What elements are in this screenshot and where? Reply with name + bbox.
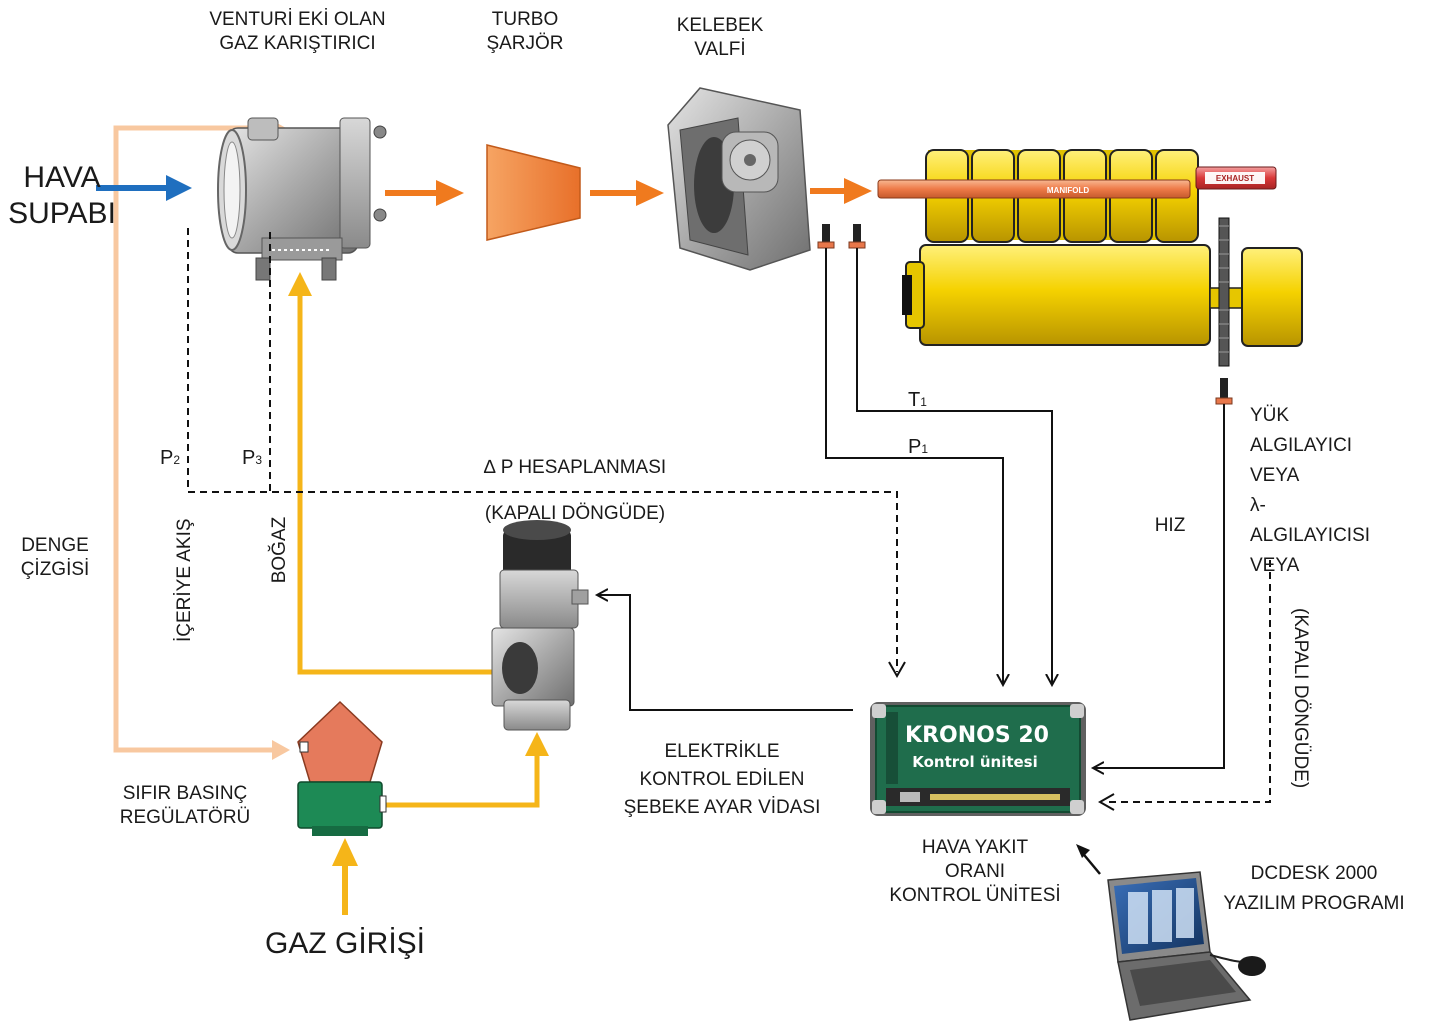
flow-arrow-mixer-turbo xyxy=(385,180,464,206)
load-sensor-label-line2: ALGILAYICI xyxy=(1250,435,1353,456)
speed-label: HIZ xyxy=(1154,515,1186,536)
turbocharger-label: TURBO ŞARJÖR xyxy=(470,8,580,56)
load-sensor-label-line3: VEYA xyxy=(1250,465,1300,486)
signal-line-t1 xyxy=(856,248,1052,684)
p2-label-text: P xyxy=(160,447,174,469)
closed-loop-vertical-label: (KAPALI DÖNGÜDE) xyxy=(1290,608,1311,789)
balance-line-label: DENGE ÇİZGİSİ xyxy=(0,534,110,582)
dcdesk-label-line2: YAZILIM PROGRAMI xyxy=(1223,893,1405,914)
signal-line-speed xyxy=(1094,404,1225,768)
air-inlet-label-line1: HAVA xyxy=(23,161,101,194)
throttle-valve-label-line2: VALFİ xyxy=(694,39,746,60)
regulator-label-line1: SIFIR BASINÇ xyxy=(122,783,248,804)
regulator-label: SIFIR BASINÇ REGÜLATÖRÜ xyxy=(100,782,270,830)
intake-manifold: MANIFOLD xyxy=(877,179,1191,199)
afr-control-label-line2: ORANI xyxy=(944,861,1006,882)
laptop-link-arrow xyxy=(1076,844,1101,875)
kronos-subtitle: Kontrol ünitesi xyxy=(912,753,1038,771)
afr-control-label: HAVA YAKIT ORANI KONTROL ÜNİTESİ xyxy=(860,836,1090,908)
sensor-p1 xyxy=(817,224,835,249)
zero-pressure-regulator xyxy=(297,700,387,836)
load-sensor-label-line6: VEYA xyxy=(1250,555,1300,576)
p2-label: P2 xyxy=(160,446,180,472)
exhaust-pipe: EXHAUST xyxy=(1195,166,1277,190)
lambda-closed-loop-line xyxy=(1097,560,1271,811)
svg-text:EXHAUST: EXHAUST xyxy=(1216,174,1254,183)
speed-sensor xyxy=(1215,378,1233,405)
inflow-label: İÇERİYE AKIŞ xyxy=(174,518,195,642)
gas-inlet-arrow xyxy=(332,838,358,915)
t1-label-subscript: 1 xyxy=(920,395,927,409)
dcdesk-label-line1: DCDESK 2000 xyxy=(1250,863,1378,884)
p3-label-text: P xyxy=(242,447,256,469)
throttle-valve-label-line1: KELEBEK xyxy=(676,15,764,36)
balance-line-label-line1: DENGE xyxy=(21,535,89,556)
svg-text:MANIFOLD: MANIFOLD xyxy=(1047,186,1089,195)
turbocharger-label-line2: ŞARJÖR xyxy=(486,33,564,54)
venturi-mixer-label: VENTURİ EKİ OLAN GAZ KARIŞTIRICI xyxy=(180,8,415,56)
throttle-valve xyxy=(667,87,811,271)
p1-label-text: P xyxy=(908,436,922,458)
electric-valve-label-line1: ELEKTRİKLE xyxy=(664,741,780,762)
t1-label: T1 xyxy=(908,388,927,414)
electric-gas-valve xyxy=(491,520,589,731)
load-sensor-label: YÜK ALGILAYICI VEYA λ- ALGILAYICISI VEYA xyxy=(1250,404,1370,578)
regulator-label-line2: REGÜLATÖRÜ xyxy=(119,807,251,828)
closed-loop-label: (KAPALI DÖNGÜDE) xyxy=(484,503,666,524)
afr-control-label-line3: KONTROL ÜNİTESİ xyxy=(889,885,1061,906)
flow-arrow-turbo-valve xyxy=(590,180,664,206)
signal-line-p1 xyxy=(825,248,1003,684)
load-sensor-label-line1: YÜK xyxy=(1250,405,1290,426)
load-sensor-label-line4: λ- xyxy=(1250,495,1266,516)
venturi-gas-mixer xyxy=(217,117,387,281)
throttle-valve-label: KELEBEK VALFİ xyxy=(670,14,770,62)
pressure-line-delta-p xyxy=(187,228,906,679)
balance-line-label-line2: ÇİZGİSİ xyxy=(20,559,90,580)
gas-line-to-mixer xyxy=(288,272,503,675)
gas-line-to-valve xyxy=(382,732,549,808)
kronos-20-control-unit: KRONOS 20 Kontrol ünitesi xyxy=(870,702,1086,816)
turbocharger xyxy=(486,144,581,241)
venturi-mixer-label-line2: GAZ KARIŞTIRICI xyxy=(219,33,376,54)
afr-control-label-line1: HAVA YAKIT xyxy=(921,837,1029,858)
control-line-to-valve xyxy=(598,595,853,711)
venturi-mixer-label-line1: VENTURİ EKİ OLAN xyxy=(209,9,386,30)
p3-label-subscript: 3 xyxy=(255,453,263,467)
throat-label: BOĞAZ xyxy=(269,516,290,584)
t1-label-text: T xyxy=(908,389,921,411)
electric-valve-label: ELEKTRİKLE KONTROL EDİLEN ŞEBEKE AYAR Vİ… xyxy=(602,740,842,820)
dcdesk-label: DCDESK 2000 YAZILIM PROGRAMI xyxy=(1198,862,1430,916)
kronos-title: KRONOS 20 xyxy=(905,723,1049,748)
electric-valve-label-line3: ŞEBEKE AYAR VİDASI xyxy=(623,797,821,818)
air-inlet-arrow xyxy=(96,175,192,201)
sensor-t1 xyxy=(848,224,866,249)
turbocharger-label-line1: TURBO xyxy=(491,9,559,30)
electric-valve-label-line2: KONTROL EDİLEN xyxy=(639,769,805,790)
air-inlet-label-line2: SUPABI xyxy=(8,197,116,230)
p1-label: P1 xyxy=(908,435,928,461)
p3-label: P3 xyxy=(242,446,262,472)
gas-inlet-label: GAZ GİRİŞİ xyxy=(264,927,426,960)
laptop-dcdesk xyxy=(1107,871,1266,1021)
p1-label-subscript: 1 xyxy=(921,442,929,456)
delta-p-label: ∆ P HESAPLANMASI xyxy=(483,457,667,478)
air-inlet-label: HAVA SUPABI xyxy=(2,160,122,232)
p2-label-subscript: 2 xyxy=(173,453,181,467)
flow-arrow-valve-engine xyxy=(810,178,872,204)
load-sensor-label-line5: ALGILAYICISI xyxy=(1250,525,1371,546)
